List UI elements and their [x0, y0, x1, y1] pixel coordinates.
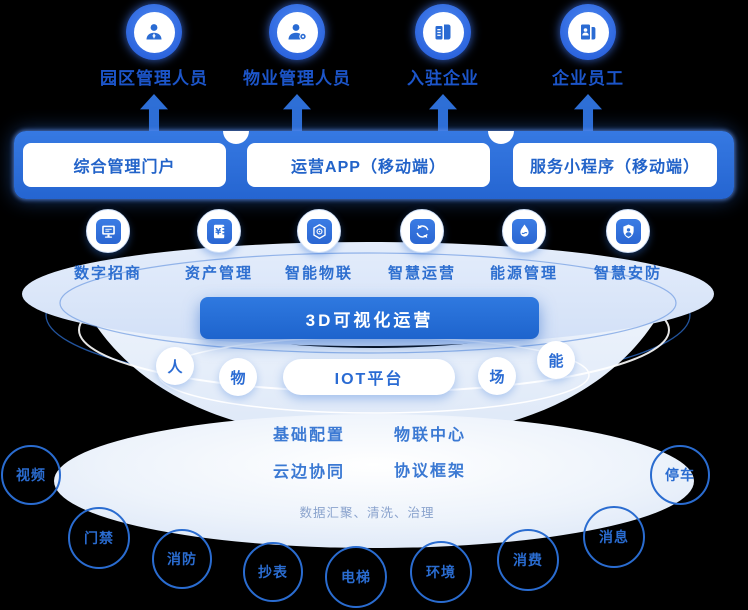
- capability-smart-security: 智慧安防: [583, 209, 673, 283]
- device-parking: 停车: [650, 445, 710, 505]
- portal-button-mini-program[interactable]: 服务小程序（移动端）: [513, 143, 717, 187]
- capability-label: 智慧运营: [387, 265, 456, 282]
- shield-user-icon: [622, 224, 634, 238]
- svg-text:¥: ¥: [215, 227, 221, 237]
- bar-notch: [223, 131, 249, 144]
- iot-element-person: 人: [156, 347, 194, 385]
- iot-element-thing: 物: [219, 358, 257, 396]
- capability-label: 智慧安防: [593, 265, 662, 282]
- module-basic-config: 基础配置: [272, 427, 345, 444]
- portal-bar: 综合管理门户 运营APP（移动端） 服务小程序（移动端）: [14, 131, 734, 199]
- portal-button-management[interactable]: 综合管理门户: [23, 143, 226, 187]
- device-fire-protection: 消防: [152, 529, 212, 589]
- capability-asset-management: ¥ 资产管理: [174, 209, 264, 283]
- persona-tenant-company: 入驻企业: [373, 4, 513, 138]
- persona-employee: 企业员工: [518, 4, 658, 138]
- monitor-icon: [101, 225, 115, 238]
- iot-chip-icon: [312, 223, 326, 239]
- module-iot-center: 物联中心: [393, 427, 466, 444]
- module-cloud-edge: 云边协同: [272, 464, 345, 481]
- ledger-icon: ¥: [213, 224, 225, 238]
- device-video: 视频: [1, 445, 61, 505]
- device-message: 消息: [583, 506, 645, 568]
- capability-smart-operations: 智慧运营: [377, 209, 467, 283]
- capability-label: 智能物联: [284, 265, 353, 282]
- capability-ellipse: [22, 242, 714, 346]
- module-protocol-framework: 协议框架: [393, 463, 466, 480]
- capability-smart-iot: 智能物联: [274, 209, 364, 283]
- persona-circle: [560, 4, 616, 60]
- persona-property-manager: 物业管理人员: [227, 4, 367, 138]
- capability-label: 能源管理: [489, 265, 558, 282]
- sync-arrows-icon: [416, 224, 428, 238]
- building-user-icon: [581, 24, 596, 40]
- building-icon: [435, 24, 451, 40]
- device-environment: 环境: [410, 541, 472, 603]
- device-ellipse: [54, 414, 694, 548]
- capability-label: 资产管理: [184, 265, 253, 282]
- data-pipeline-caption: 数据汇聚、清洗、治理: [299, 506, 435, 520]
- persona-label: 入驻企业: [407, 69, 479, 88]
- iot-element-scene: 场: [478, 357, 516, 395]
- water-drop-icon: [519, 224, 529, 237]
- device-access-control: 门禁: [68, 507, 130, 569]
- persona-label: 园区管理人员: [100, 69, 208, 88]
- persona-circle: [415, 4, 471, 60]
- portal-button-ops-app[interactable]: 运营APP（移动端）: [247, 143, 490, 187]
- device-meter-reading: 抄表: [243, 542, 303, 602]
- persona-circle: [269, 4, 325, 60]
- visualization-banner: 3D可视化运营: [200, 297, 539, 339]
- device-elevator: 电梯: [325, 546, 387, 608]
- capability-label: 数字招商: [73, 265, 142, 282]
- iot-platform-pill: IOT平台: [283, 359, 455, 395]
- capability-energy-management: 能源管理: [479, 209, 569, 283]
- inner-ellipse-outline: [59, 252, 677, 354]
- capability-digital-investment: 数字招商: [63, 209, 153, 283]
- bar-notch: [488, 131, 514, 144]
- iot-element-energy: 能: [537, 341, 575, 379]
- device-consumption: 消费: [497, 529, 559, 591]
- user-gear-icon: [288, 24, 307, 41]
- persona-label: 物业管理人员: [243, 69, 351, 88]
- user-icon: [146, 24, 162, 40]
- persona-circle: [126, 4, 182, 60]
- persona-park-manager: 园区管理人员: [84, 4, 224, 138]
- persona-label: 企业员工: [552, 69, 624, 88]
